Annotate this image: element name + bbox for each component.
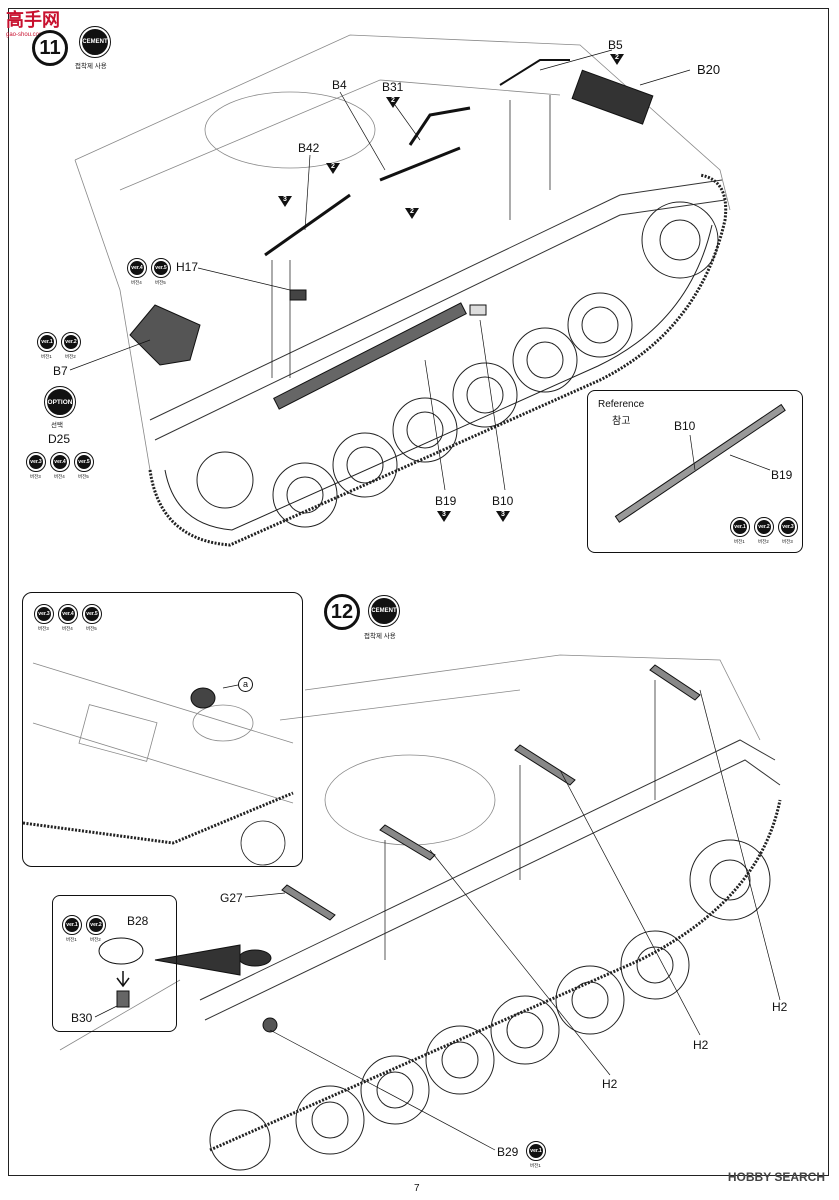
part-g27: G27: [220, 891, 243, 905]
part-b29: B29: [497, 1145, 519, 1159]
option-icon: OPTION: [44, 386, 76, 418]
step-11-cement-icon: CEMENT: [79, 26, 111, 58]
d25-ver5-icon: ver.5: [74, 452, 94, 472]
b29-ver1-ko: 버전1: [530, 1163, 541, 1168]
h17-ver4-icon: ver.4: [127, 258, 147, 278]
qty-b19: 3: [437, 511, 451, 522]
part-b4: B4: [332, 78, 347, 92]
d25-ver5-ko: 버전5: [78, 474, 89, 479]
d25-ver4-icon: ver.4: [50, 452, 70, 472]
b7-ver2-icon: ver.2: [61, 332, 81, 352]
reference-title-ko: 참고: [612, 416, 631, 427]
marker-a: a: [238, 677, 253, 692]
site-logo-sub: gao-shou.com: [6, 32, 45, 38]
h17-ver4-ko: 버전4: [131, 280, 142, 285]
part-b28: B28: [127, 914, 149, 928]
part-b19: B19: [435, 494, 457, 508]
part-h2-b: H2: [693, 1038, 709, 1052]
detail-ver3-ko: 버전3: [38, 626, 49, 631]
d25-ver4-ko: 버전4: [54, 474, 65, 479]
b28-b30-inset: ver.1 ver.2 버전1 버전2 B28 B30: [52, 895, 177, 1032]
hobby-search-watermark: HOBBY SEARCH: [727, 1170, 825, 1184]
qty-b31: 2: [386, 97, 400, 108]
b7-ver2-ko: 버전2: [65, 354, 76, 359]
step-12-cement-icon: CEMENT: [368, 595, 400, 627]
part-b5: B5: [608, 38, 623, 52]
reference-b19: B19: [771, 468, 793, 482]
detail-ver4-ko: 버전4: [62, 626, 73, 631]
h17-ver5-ko: 버전5: [155, 280, 166, 285]
ref-ver3-ko: 버전3: [782, 539, 793, 544]
b7-ver1-ko: 버전1: [41, 354, 52, 359]
part-h17: H17: [176, 260, 199, 274]
part-b7: B7: [53, 364, 68, 378]
part-b20: B20: [697, 62, 721, 77]
detail-ver5-icon: ver.5: [82, 604, 102, 624]
part-h2-a: H2: [772, 1000, 788, 1014]
b28-ver1-icon: ver.1: [62, 915, 82, 935]
ref-ver3-icon: ver.3: [778, 517, 798, 537]
step-11-number: 11: [32, 30, 68, 66]
d25-ver3-ko: 버전3: [30, 474, 41, 479]
reference-box: Reference 참고 B10 B19 ver.1 ver.2 ver.3 버…: [587, 390, 803, 553]
qty-step11-c: 2: [405, 208, 419, 219]
detail-drawing: [23, 662, 294, 866]
qty-step11-a: 2: [326, 163, 340, 174]
detail-inset: ver.3 ver.4 ver.5 버전3 버전4 버전5 a: [22, 592, 303, 867]
b28-ver2-icon: ver.2: [86, 915, 106, 935]
b29-ver1-icon: ver.1: [526, 1141, 546, 1161]
ref-ver1-icon: ver.1: [730, 517, 750, 537]
site-logo: 高手网 gao-shou.com: [6, 6, 60, 38]
qty-b5: 2: [610, 54, 624, 65]
ref-ver2-ko: 버전2: [758, 539, 769, 544]
h17-ver5-icon: ver.5: [151, 258, 171, 278]
reference-title: Reference: [598, 399, 645, 410]
part-b10: B10: [492, 494, 514, 508]
part-b42: B42: [298, 141, 320, 155]
site-logo-text: 高手网: [6, 10, 60, 30]
option-ko: 선택: [51, 422, 63, 429]
part-d25: D25: [48, 432, 71, 446]
qty-b10: 3: [496, 511, 510, 522]
b7-ver1-icon: ver.1: [37, 332, 57, 352]
b28-ver1-ko: 버전1: [66, 937, 77, 942]
detail-ver4-icon: ver.4: [58, 604, 78, 624]
page-number: 7: [414, 1183, 420, 1194]
ref-ver1-ko: 버전1: [734, 539, 745, 544]
b28-b30-drawing: [94, 937, 144, 1018]
b28-ver2-ko: 버전2: [90, 937, 101, 942]
detail-ver5-ko: 버전5: [86, 626, 97, 631]
page-frame: [8, 8, 829, 1176]
ref-ver2-icon: ver.2: [754, 517, 774, 537]
d25-ver3-icon: ver.3: [26, 452, 46, 472]
step-12-cement-ko: 접착제 사용: [364, 633, 396, 640]
reference-b10: B10: [674, 419, 696, 433]
part-b30: B30: [71, 1011, 93, 1025]
detail-ver3-icon: ver.3: [34, 604, 54, 624]
part-b31: B31: [382, 80, 404, 94]
step-11-cement-ko: 접착제 사용: [75, 63, 107, 70]
step-12-number: 12: [324, 594, 360, 630]
qty-step11-b: 3: [278, 196, 292, 207]
part-h2-c: H2: [602, 1077, 618, 1091]
